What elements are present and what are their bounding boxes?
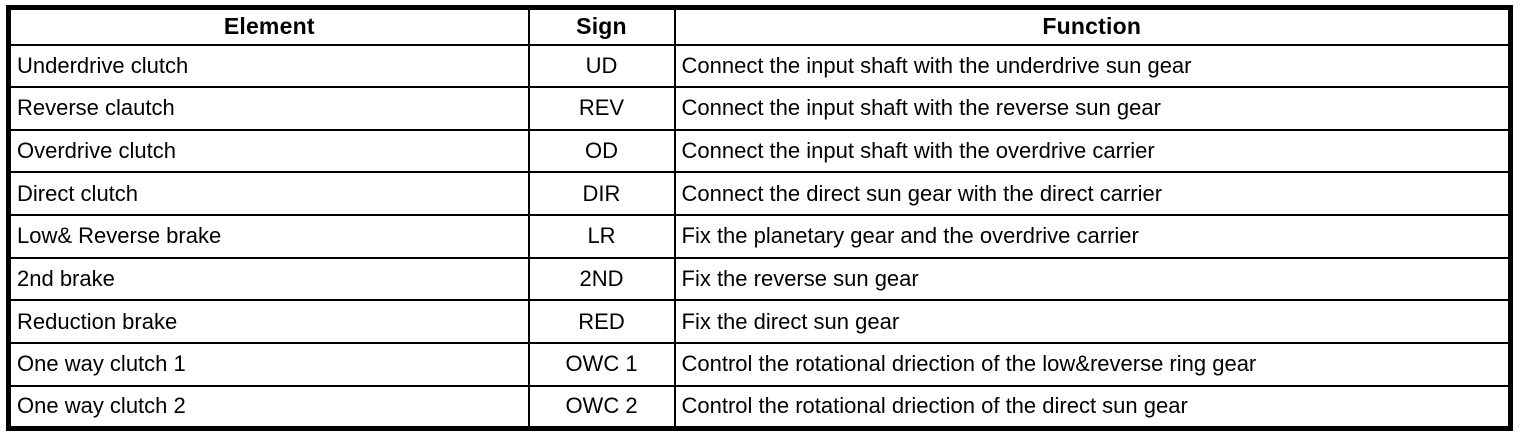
cell-function: Connect the input shaft with the reverse… — [673, 86, 1512, 131]
cell-function: Fix the reverse sun gear — [673, 256, 1512, 302]
cell-function: Fix the planetary gear and the overdrive… — [673, 214, 1512, 259]
cell-function: Connect the input shaft with the overdri… — [673, 128, 1512, 174]
cell-function: Control the rotational driection of the … — [673, 384, 1512, 430]
cell-element: Underdrive clutch — [7, 43, 530, 89]
cell-element: 2nd brake — [7, 256, 530, 302]
cell-sign: OWC 2 — [527, 384, 676, 430]
cell-sign: DIR — [527, 171, 676, 217]
cell-sign: 2ND — [527, 256, 676, 302]
cell-function: Control the rotational driection of the … — [673, 342, 1512, 387]
table-header: Element Sign Function — [7, 6, 1512, 46]
cell-sign: OWC 1 — [527, 342, 676, 387]
header-cell-function: Function — [673, 6, 1512, 46]
cell-function: Connect the input shaft with the underdr… — [673, 43, 1512, 89]
cell-element: Overdrive clutch — [7, 128, 530, 174]
cell-sign: LR — [527, 214, 676, 259]
cell-element: Reverse clautch — [7, 86, 530, 131]
cell-element: Direct clutch — [7, 171, 530, 217]
cell-function: Fix the direct sun gear — [673, 299, 1512, 345]
cell-sign: RED — [527, 299, 676, 345]
header-cell-sign: Sign — [527, 6, 676, 46]
cell-function: Connect the direct sun gear with the dir… — [673, 171, 1512, 217]
cell-sign: UD — [527, 43, 676, 89]
cell-sign: REV — [527, 86, 676, 131]
cell-element: One way clutch 2 — [7, 384, 530, 430]
cell-sign: OD — [527, 128, 676, 174]
header-cell-element: Element — [7, 6, 530, 46]
cell-element: Reduction brake — [7, 299, 530, 345]
cell-element: Low& Reverse brake — [7, 214, 530, 259]
cell-element: One way clutch 1 — [7, 342, 530, 387]
header-row: Element Sign Function — [7, 6, 1512, 46]
